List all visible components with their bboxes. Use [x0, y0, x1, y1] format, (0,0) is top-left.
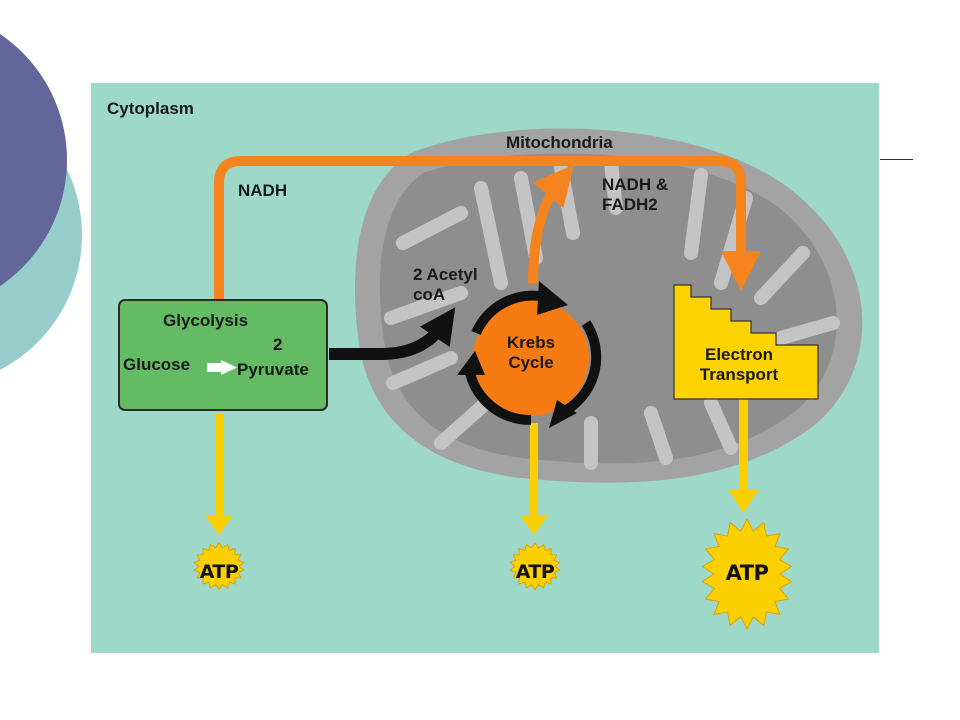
atp-burst-krebs — [509, 542, 561, 591]
mitochondria-label: Mitochondria — [506, 133, 613, 152]
glucose-label: Glucose — [123, 355, 191, 374]
krebs-cycle — [457, 281, 602, 428]
atp-burst-glycolysis — [193, 542, 245, 591]
diagram-graphics — [118, 128, 863, 631]
atp-label-glycolysis: ATP — [199, 561, 239, 583]
pyruvate-label: Pyruvate — [237, 360, 309, 379]
glycolysis-box — [118, 299, 328, 411]
electron-transport-chain — [673, 284, 819, 400]
pyruvate-count-label: 2 — [273, 335, 283, 354]
electron-transport-label: Electron Transport — [699, 345, 779, 384]
cellular-respiration-diagram: Cytoplasm Mitochondria NADH NADH & FADH2… — [91, 83, 879, 653]
cytoplasm-label: Cytoplasm — [107, 99, 194, 118]
atp-label-electron-transport: ATP — [725, 561, 769, 585]
atp-burst-electron-transport — [701, 517, 793, 631]
nadh-label: NADH — [238, 181, 288, 200]
nadh-fadh2-label: NADH & FADH2 — [602, 175, 669, 214]
slide-decoration — [0, 34, 82, 370]
krebs-cycle-disc — [473, 300, 589, 416]
purple-circle-decoration — [0, 34, 67, 286]
glucose-to-pyruvate-arrow — [207, 360, 237, 375]
nadh-fadh2-arrow-krebs — [528, 164, 574, 284]
pyruvate-to-acetyl-coa-arrow — [329, 307, 456, 360]
nadh-arrow-glycolysis — [214, 156, 761, 301]
header-rule — [880, 159, 913, 160]
glycolysis-label: Glycolysis — [163, 311, 249, 330]
atp-label-krebs: ATP — [515, 561, 555, 583]
atp-yield-arrows — [205, 395, 759, 535]
krebs-cycle-label: Krebs Cycle — [506, 333, 556, 372]
acetyl-coa-label: 2 Acetyl coA — [413, 265, 478, 304]
